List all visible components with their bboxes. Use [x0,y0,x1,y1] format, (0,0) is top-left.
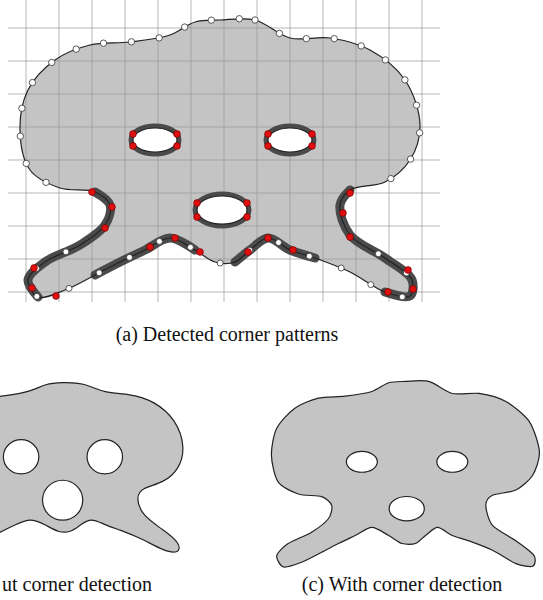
corner-dot [309,131,316,138]
sample-dot [181,24,187,30]
sample-dot [388,175,394,181]
corner-dot [89,189,96,196]
corner-dot [385,289,392,296]
corner-dot [340,210,347,217]
sample-dot [413,102,419,108]
sample-dot [19,105,25,111]
corner-dot [290,247,297,254]
corner-dot [265,131,272,138]
sample-dot [100,40,106,46]
panel-a [8,0,440,302]
sample-dot [156,238,162,244]
sample-dot [34,293,40,299]
grid [8,0,440,302]
corner-dot [102,225,109,232]
sample-dot [399,294,405,300]
corner-dot [265,235,272,242]
sample-dot [126,254,132,260]
corner-band [133,128,177,152]
sample-dot [276,30,282,36]
corner-dot [405,267,412,274]
sample-dot [236,16,242,22]
corner-dot [245,249,252,256]
corner-dot [130,131,137,138]
corner-band [268,128,312,152]
sample-dot [29,79,35,85]
hole [268,128,312,152]
sample-dot [358,43,364,49]
corner-dot [53,293,60,300]
hole [346,451,377,472]
sample-dot [217,260,223,266]
sample-dot [252,17,258,23]
sample-dot [128,39,134,45]
corner-dot [309,143,316,150]
corner-band [340,190,413,297]
sample-dot [303,36,309,42]
sample-dot [49,59,55,65]
sample-dot [17,133,23,139]
corner-dot [130,143,137,150]
corner-band [197,196,247,224]
shape-outline [20,19,420,298]
hole [87,440,122,474]
corner-dot [265,143,272,150]
sample-dot [156,35,162,41]
subfigure-caption: (c) With corner detection [302,572,502,596]
corner-dot [174,143,181,150]
hole [389,497,424,521]
corner-dot [174,131,181,138]
sample-dot [331,35,337,41]
corner-band [95,238,195,275]
corner-dot [31,265,38,272]
panel-b [0,383,183,553]
corner-band [28,192,111,297]
corner-dot [29,285,36,292]
sample-dot [73,46,79,52]
hole [133,128,177,152]
sample-dot [368,282,374,288]
panel-c [271,381,539,567]
corner-dot [109,204,116,211]
hole [3,440,38,474]
subfigure-caption: ut corner detection [2,572,152,596]
sample-dot [306,253,312,259]
corner-dot [347,190,354,197]
corner-dot [410,286,417,293]
shape-outline [0,383,183,553]
shape-fill [20,19,420,298]
corner-dot [194,200,201,207]
sample-dot [338,265,344,271]
corner-dot [347,234,354,241]
sample-dot [66,285,72,291]
sample-dot [187,244,193,250]
sample-dot [23,160,29,166]
sample-dot [407,156,413,162]
subfigure-caption: (a) Detected corner patterns [116,322,339,346]
sample-dot [276,240,282,246]
hole [197,196,247,224]
shape-outline [271,381,539,567]
sample-dot [416,130,422,136]
hole [42,480,82,520]
sample-dot [402,77,408,83]
hole [437,451,468,472]
sample-dot [382,57,388,63]
sample-dot [43,179,49,185]
sample-dot [63,249,69,255]
corner-dot [194,214,201,221]
sample-dot [208,17,214,23]
corner-band [235,238,315,262]
corner-dot [147,244,154,251]
sample-dot [96,270,102,276]
sample-dot [375,251,381,257]
corner-dot [244,200,251,207]
corner-dot [172,235,179,242]
corner-dot [244,214,251,221]
corner-dot [197,249,204,256]
